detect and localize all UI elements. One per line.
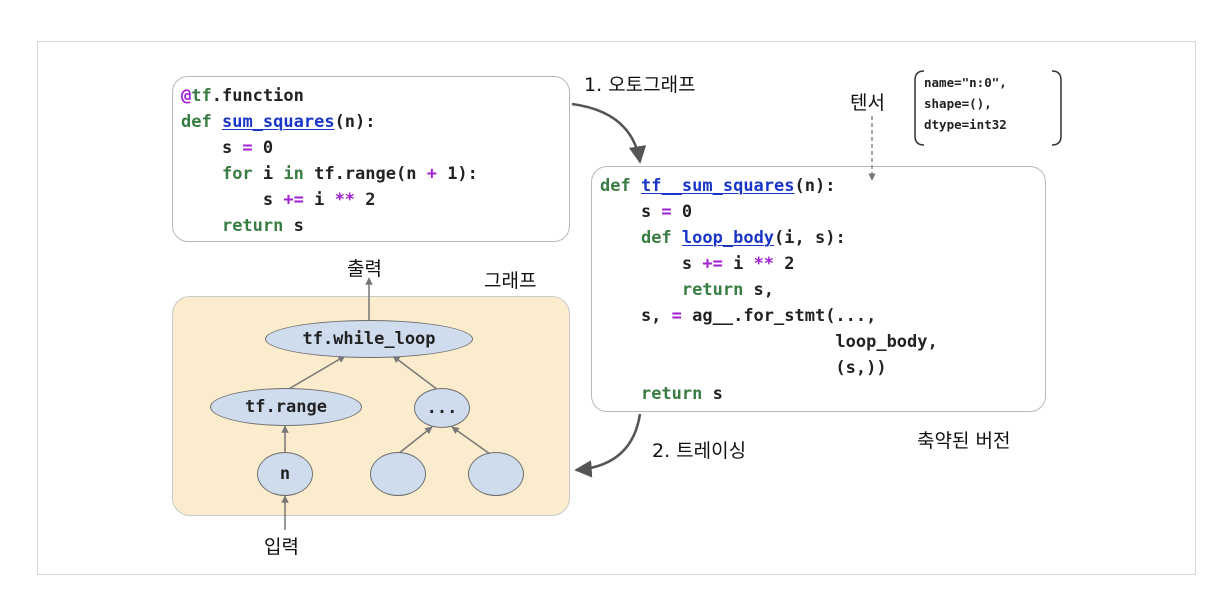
code-line: (s,)) xyxy=(600,358,887,378)
tensor-info-text: name="n:0", shape=(), dtype=int32 xyxy=(924,75,1007,132)
simplified-label: 축약된 버전 xyxy=(917,430,1011,452)
autograph-label: 1. 오토그래프 xyxy=(584,74,696,96)
edge-range-to-while xyxy=(286,355,346,391)
converted-code-block: def tf__sum_squares(n): s = 0 def loop_b… xyxy=(591,166,1046,412)
node-leaf-left xyxy=(370,452,426,496)
node-leaf-right xyxy=(468,452,524,496)
code-line: for i in tf.range(n + 1): xyxy=(221,164,478,184)
node-range: tf.range xyxy=(210,388,362,426)
node-n: n xyxy=(257,452,313,496)
code-line: s, = ag__.for_stmt(..., xyxy=(600,306,877,326)
node-ellipsis: ... xyxy=(414,388,470,428)
tracing-arrow xyxy=(574,413,642,478)
edge-ellipsis-to-while xyxy=(392,355,439,391)
node-while-loop: tf.while_loop xyxy=(265,320,473,358)
code-line: def tf__sum_squares(n): xyxy=(600,176,836,196)
graph-label: 그래프 xyxy=(484,270,537,292)
code-line: @tf.function xyxy=(181,86,304,106)
output-label: 출력 xyxy=(347,258,382,280)
tensor-brackets xyxy=(914,70,1062,146)
code-line: s = 0 xyxy=(181,138,274,158)
tensor-info-box: name="n:0", shape=(), dtype=int32 xyxy=(912,68,1064,148)
code-line: return s xyxy=(640,384,723,404)
edge-rightleaf-to-ellipsis xyxy=(451,426,491,455)
code-line: loop_body, xyxy=(600,332,938,352)
code-line: s += i ** 2 xyxy=(181,190,376,210)
tensor-label: 텐서 xyxy=(850,92,885,114)
original-code: @tf.function def sum_squares(n): s = 0 f… xyxy=(181,83,478,239)
code-line: def sum_squares(n): xyxy=(181,112,376,132)
code-line: s += i ** 2 xyxy=(600,254,795,274)
converted-code: def tf__sum_squares(n): s = 0 def loop_b… xyxy=(600,173,938,407)
code-line: s = 0 xyxy=(600,202,693,222)
original-code-block: @tf.function def sum_squares(n): s = 0 f… xyxy=(172,76,570,242)
edge-leftleaf-to-ellipsis xyxy=(397,426,433,455)
code-line: def loop_body(i, s): xyxy=(640,228,846,248)
tracing-label: 2. 트레이싱 xyxy=(652,440,747,462)
autograph-arrow xyxy=(571,102,647,164)
code-line: return s, xyxy=(681,280,775,300)
input-label: 입력 xyxy=(264,536,299,558)
code-line: return s xyxy=(221,216,304,236)
